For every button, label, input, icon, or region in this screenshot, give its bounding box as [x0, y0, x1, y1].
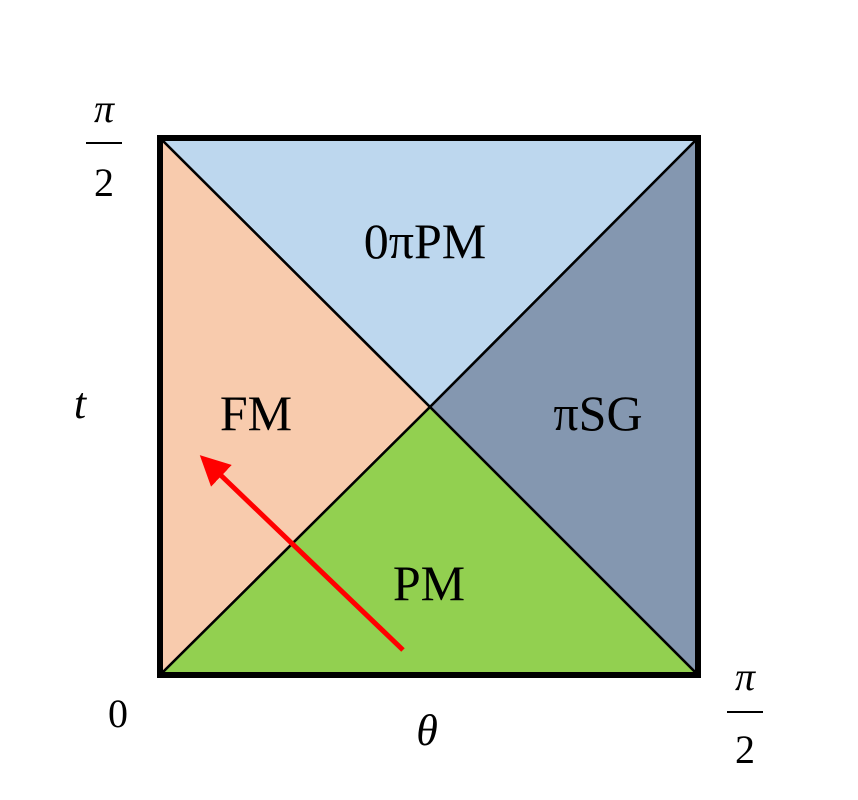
y-max-numerator: π — [94, 86, 115, 131]
x-max-fraction: π 2 — [727, 654, 763, 772]
y-axis-label: t — [74, 379, 88, 428]
region-label-left: FM — [220, 385, 292, 441]
x-max-denominator: 2 — [735, 727, 755, 772]
region-label-bottom: PM — [393, 555, 465, 611]
region-label-top: 0πPM — [364, 213, 487, 269]
diagram-frame — [157, 135, 701, 678]
origin-label: 0 — [108, 691, 128, 736]
path-arrow — [199, 455, 405, 652]
region-label-right: πSG — [553, 385, 642, 441]
y-max-fraction: π 2 — [86, 86, 122, 205]
x-max-numerator: π — [735, 654, 756, 699]
x-axis-label: θ — [416, 706, 438, 755]
y-max-denominator: 2 — [94, 160, 114, 205]
